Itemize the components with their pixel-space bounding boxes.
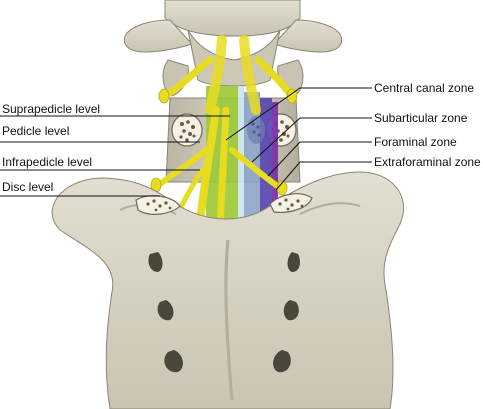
subarticular-facet-overlay — [247, 116, 265, 144]
label-extraforaminal-zone: Extraforaminal zone — [374, 155, 481, 169]
upper-lamina — [187, 29, 281, 87]
label-pedicle-level: Pedicle level — [2, 124, 70, 138]
nerve-root-sleeves — [150, 88, 298, 196]
right-leader-lines — [225, 87, 372, 191]
label-infrapedicle-level: Infrapedicle level — [2, 155, 93, 169]
left-leader-lines — [0, 115, 230, 197]
label-foraminal-zone: Foraminal zone — [374, 135, 457, 149]
right-disc-section — [269, 193, 313, 213]
label-suprapedicle-level: Suprapedicle level — [2, 102, 101, 116]
sacral-foramina — [148, 252, 300, 373]
label-subarticular-zone: Subarticular zone — [374, 111, 468, 125]
nerve-roots — [157, 35, 294, 230]
label-disc-level: Disc level — [2, 180, 54, 194]
upper-left-transverse-process — [123, 19, 193, 53]
left-pedicle — [171, 113, 203, 147]
subarticular-facet-dots — [251, 122, 261, 137]
upper-vertebra — [123, 0, 343, 97]
upper-right-transverse-process — [273, 19, 343, 53]
extraforaminal-zone — [272, 102, 278, 216]
label-central-canal-zone: Central canal zone — [374, 81, 475, 95]
sacrum — [51, 171, 405, 409]
